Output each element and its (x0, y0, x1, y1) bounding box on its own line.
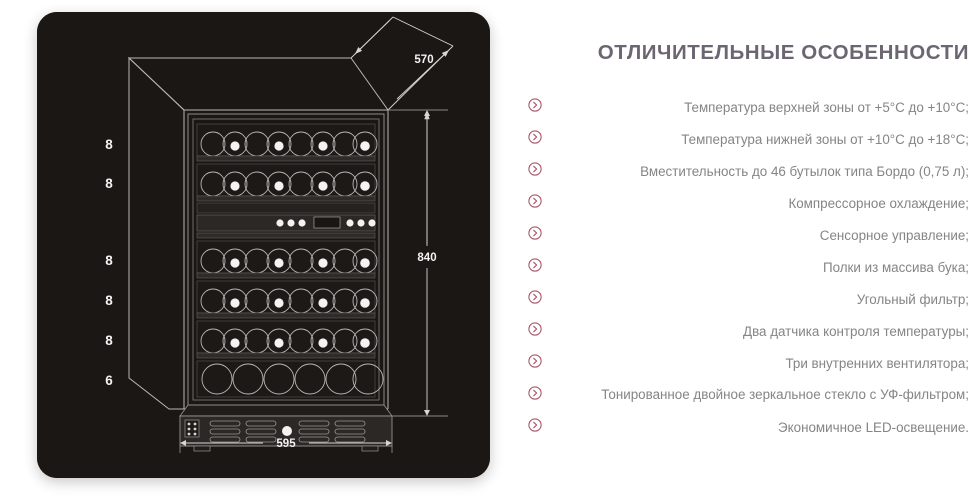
feature-item[interactable]: Температура нижней зоны от +10°C до +18°… (505, 124, 969, 156)
feature-text: Угольный фильтр; (856, 292, 969, 307)
chevron-right-circle-icon (528, 322, 542, 336)
chevron-right-circle-icon (528, 290, 542, 304)
shelf-count-label-2: 8 (105, 176, 113, 191)
dimension-label-595: 595 (276, 438, 296, 450)
feature-text: Тонированное двойное зеркальное стекло с… (601, 387, 969, 402)
feature-item[interactable]: Компрессорное охлаждение; (505, 188, 969, 220)
control-buttons-right (346, 219, 376, 227)
feature-item[interactable]: Угольный фильтр; (505, 284, 969, 316)
feature-item[interactable]: Температура верхней зоны от +5°C до +10°… (505, 92, 969, 124)
shelf-count-label-1: 8 (105, 137, 113, 152)
feature-text: Температура нижней зоны от +10°C до +18°… (681, 132, 969, 147)
dimension-depth-570 (350, 16, 454, 111)
chevron-right-circle-icon (528, 354, 542, 368)
feature-item[interactable]: Два датчика контроля температуры; (505, 316, 969, 348)
features-section: ОТЛИЧИТЕЛЬНЫЕ ОСОБЕННОСТИ Температура ве… (505, 0, 969, 500)
chevron-right-circle-icon (528, 194, 542, 208)
shelf-row-1 (196, 123, 378, 162)
dimension-label-840: 840 (417, 252, 436, 264)
feature-item[interactable]: Сенсорное управление; (505, 220, 969, 252)
shelf-count-label-4: 8 (105, 293, 113, 308)
feature-text: Температура верхней зоны от +5°C до +10°… (684, 100, 969, 115)
shelf-row-5 (196, 320, 378, 359)
feature-text: Экономичное LED-освещение. (777, 420, 969, 435)
control-panel (196, 214, 376, 239)
features-list: Температура верхней зоны от +5°C до +10°… (505, 92, 969, 444)
technical-drawing-panel: 570 840 595 (37, 12, 490, 478)
shelf-count-label-5: 8 (105, 333, 113, 348)
shelf-row-3 (196, 240, 378, 279)
feature-item[interactable]: Тонированное двойное зеркальное стекло с… (505, 380, 969, 412)
chevron-right-circle-icon (528, 130, 542, 144)
shelf-row-4 (196, 280, 378, 319)
chevron-right-circle-icon (528, 162, 542, 176)
chevron-right-circle-icon (528, 418, 542, 432)
chevron-right-circle-icon (528, 258, 542, 272)
feature-text: Три внутренних вентилятора; (785, 356, 969, 371)
bottom-vent-grille (179, 404, 393, 452)
feature-text: Сенсорное управление; (819, 228, 969, 243)
chevron-right-circle-icon (528, 226, 542, 240)
chevron-right-circle-icon (528, 386, 542, 400)
shelf-row-2 (196, 163, 378, 202)
feature-text: Полки из массива бука; (822, 260, 969, 275)
shelf-row-6 (196, 360, 384, 398)
feature-item[interactable]: Полки из массива бука; (505, 252, 969, 284)
dimension-label-570: 570 (414, 54, 433, 66)
wine-cabinet-technical-drawing: 570 840 595 (37, 12, 490, 478)
chevron-right-circle-icon (528, 98, 542, 112)
features-title: ОТЛИЧИТЕЛЬНЫЕ ОСОБЕННОСТИ (597, 41, 969, 64)
feature-text: Два датчика контроля температуры; (743, 324, 969, 339)
feature-text: Вместительность до 46 бутылок типа Бордо… (640, 164, 969, 179)
feature-text: Компрессорное охлаждение; (788, 196, 969, 211)
control-buttons-left (276, 219, 306, 227)
feature-item[interactable]: Вместительность до 46 бутылок типа Бордо… (505, 156, 969, 188)
dimension-height-840 (388, 109, 448, 417)
feature-item[interactable]: Три внутренних вентилятора; (505, 348, 969, 380)
feature-item[interactable]: Экономичное LED-освещение. (505, 412, 969, 444)
dimension-width-595 (179, 416, 393, 453)
shelf-count-label-6: 6 (105, 373, 113, 388)
shelf-count-label-3: 8 (105, 253, 113, 268)
